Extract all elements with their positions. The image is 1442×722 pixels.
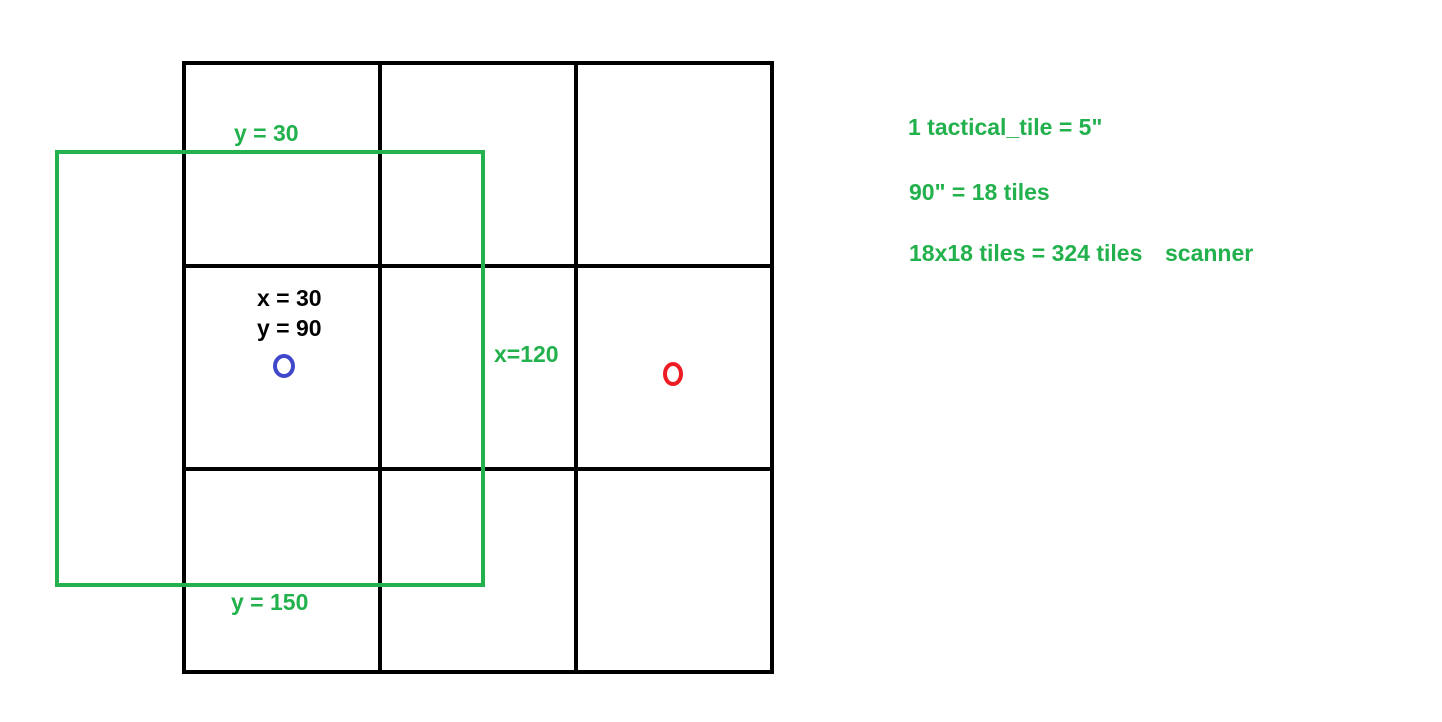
scanner-right-label: x=120 [494, 341, 559, 367]
blue-marker-x-label: x = 30 [257, 285, 322, 311]
blue-marker-y-label: y = 90 [257, 315, 322, 341]
blue-position-marker [273, 354, 295, 378]
note-scanner-word: scanner [1165, 240, 1253, 266]
scanner-area [55, 150, 485, 587]
note-scanner-size: 18x18 tiles = 324 tiles [909, 240, 1142, 266]
note-tile-size: 1 tactical_tile = 5" [908, 114, 1102, 140]
scanner-top-label: y = 30 [234, 120, 299, 146]
note-distance-tiles: 90" = 18 tiles [909, 179, 1050, 205]
grid-outer-border [182, 61, 774, 674]
tile-grid [182, 61, 774, 674]
scanner-bottom-label: y = 150 [231, 589, 308, 615]
red-position-marker [663, 362, 683, 386]
